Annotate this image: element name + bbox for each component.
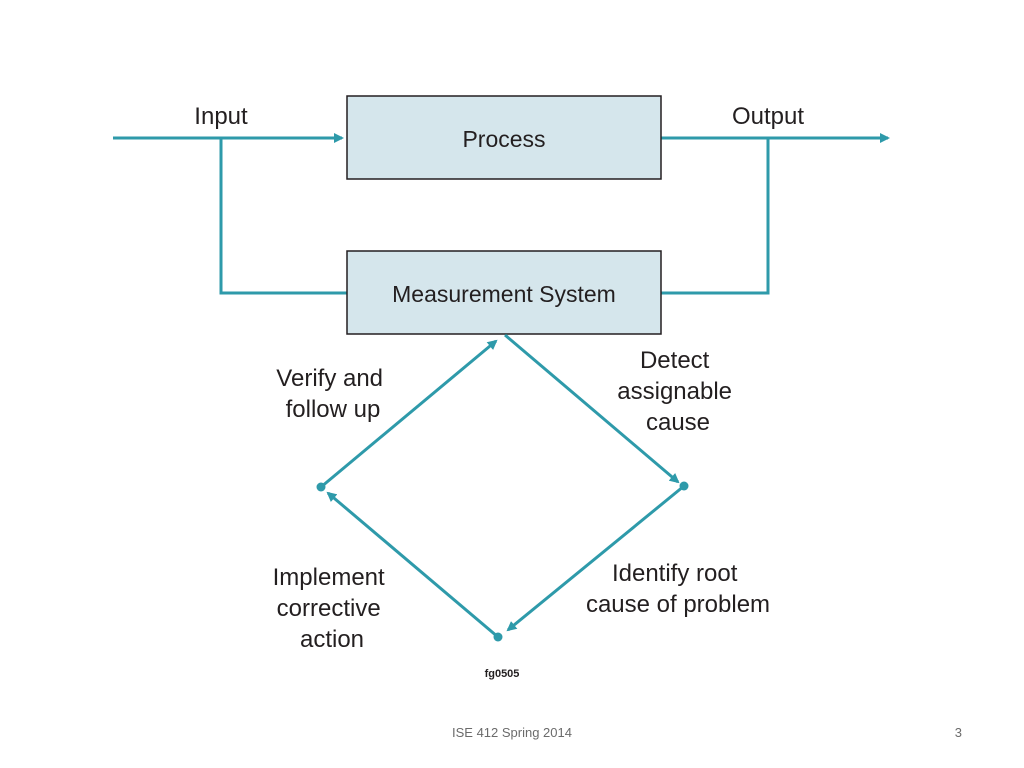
figure-id-label: fg0505 (485, 668, 520, 680)
verify-label: Verify and follow up (276, 365, 389, 423)
footer-course-title: ISE 412 Spring 2014 (452, 725, 572, 740)
detect-label: Detect assignable cause (617, 347, 738, 436)
input-to-measurement-line (219, 138, 347, 295)
bottom-node-dot (493, 632, 503, 642)
detect-arrow (504, 333, 680, 484)
process-label: Process (462, 126, 545, 152)
process-box (346, 95, 662, 180)
right-node-dot (679, 481, 689, 491)
verify-arrow (320, 339, 498, 489)
output-label: Output (732, 103, 804, 130)
identify-arrow (506, 484, 685, 632)
measurement-system-label: Measurement System (392, 281, 616, 307)
identify-label: Identify root cause of problem (586, 560, 770, 618)
implement-label: Implement corrective action (273, 564, 392, 653)
left-node-dot (316, 482, 326, 492)
output-to-measurement-line (661, 138, 770, 295)
implement-arrow (326, 491, 499, 639)
input-label: Input (194, 103, 248, 130)
measurement-system-box (346, 250, 662, 335)
footer-page-number: 3 (954, 725, 962, 740)
